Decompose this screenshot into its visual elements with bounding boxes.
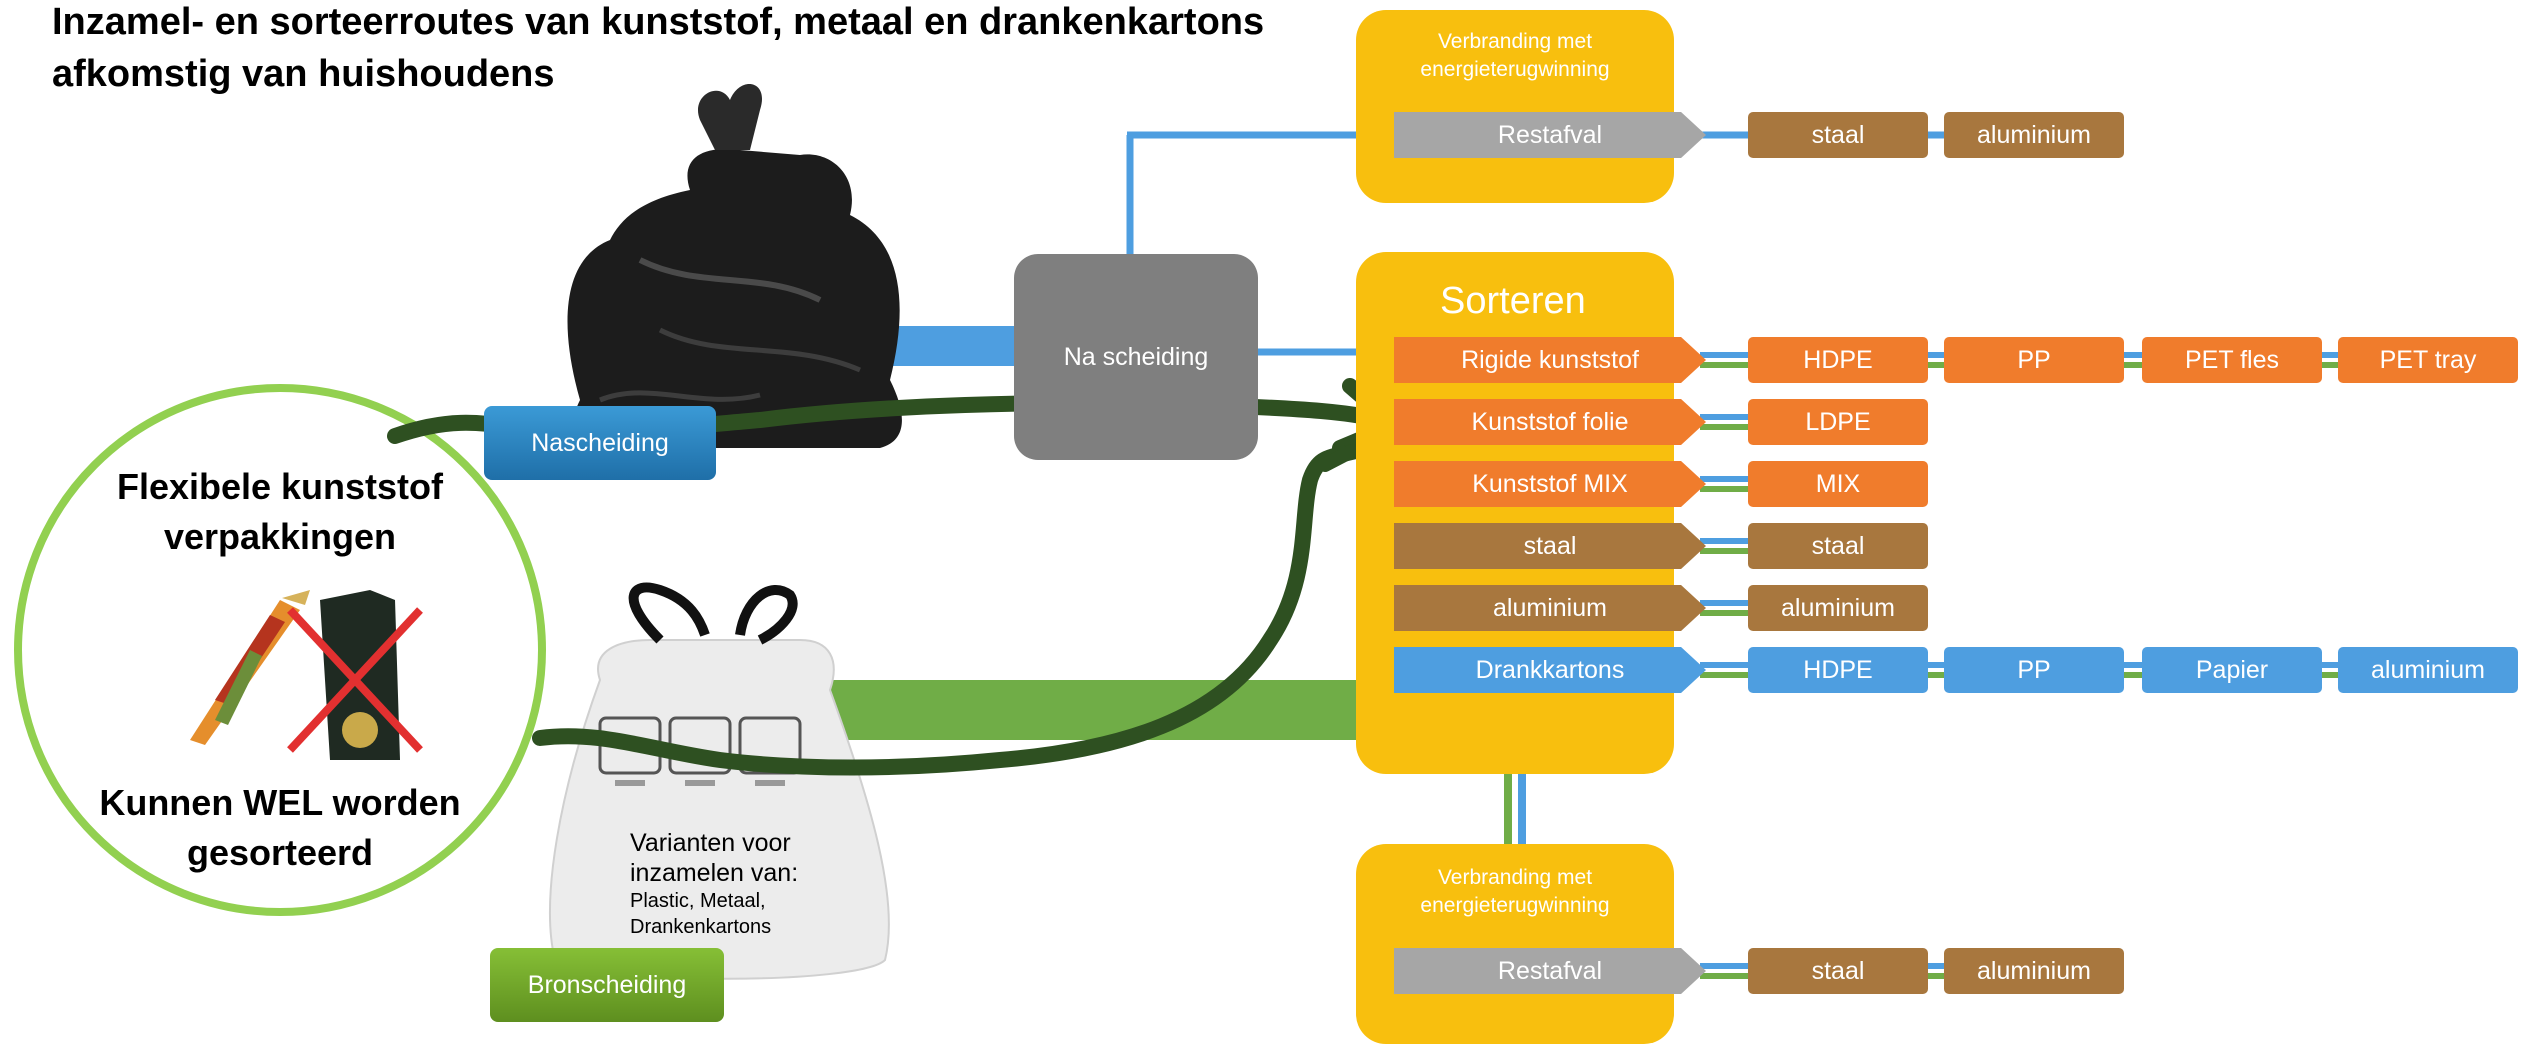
sort-output-0-0: HDPE [1748, 337, 1928, 383]
sort-output-4-0: aluminium [1748, 585, 1928, 631]
incineration-bottom-title-line1: Verbranding met [1437, 866, 1593, 889]
sorting-box [1356, 252, 1674, 774]
circle-line1: Flexibele kunststof [116, 466, 444, 507]
crossed-coffee-bag-icon [287, 590, 423, 760]
top-output-staal: staal [1748, 112, 1928, 158]
incineration-top-title: Verbranding met energieterugwinning [1356, 28, 1674, 84]
sorting-title: Sorteren [1440, 280, 1586, 322]
sort-stream-1: Kunststof folie [1394, 399, 1706, 445]
circle-heading: Flexibele kunststof verpakkingen [40, 462, 520, 562]
sort-output-5-3: aluminium [2338, 647, 2518, 693]
bronscheiding-label: Bronscheiding [490, 948, 724, 1022]
white-garbage-bag [549, 582, 890, 980]
sort-stream-2: Kunststof MIX [1394, 461, 1706, 507]
incineration-bottom-title: Verbranding met energieterugwinning [1356, 864, 1674, 920]
sort-stream-5: Drankkartons [1394, 647, 1706, 693]
black-garbage-bag [567, 83, 902, 449]
sort-stream-3: staal [1394, 523, 1706, 569]
white-bag-text: Varianten voor inzamelen van: Plastic, M… [630, 828, 798, 940]
sort-output-2-0: MIX [1748, 461, 1928, 507]
circle-conclusion: Kunnen WEL worden gesorteerd [40, 778, 520, 878]
incineration-top-title-line2: energieterugwinning [1420, 58, 1610, 81]
incineration-top-box [1356, 10, 1674, 203]
bottom-output-staal: staal [1748, 948, 1928, 994]
title-line-1: Inzamel- en sorteerroutes van kunststof,… [52, 1, 1265, 43]
sort-output-3-0: staal [1748, 523, 1928, 569]
white-bag-line4: Drankenkartons [630, 916, 772, 938]
white-bag-line3: Plastic, Metaal, [630, 890, 766, 912]
sort-output-0-1: PP [1944, 337, 2124, 383]
sort-output-0-3: PET tray [2338, 337, 2518, 383]
sort-output-5-2: Papier [2142, 647, 2322, 693]
title-line-2: afkomstig van huishoudens [52, 53, 555, 95]
bottom-output-aluminium: aluminium [1944, 948, 2124, 994]
sort-stream-4: aluminium [1394, 585, 1706, 631]
post-separation-box: Na scheiding [1014, 254, 1258, 460]
circle-line2: verpakkingen [163, 516, 397, 557]
restafval-top-tag: Restafval [1394, 112, 1706, 158]
white-bag-line1: Varianten voor [630, 829, 791, 857]
flexible-packaging-circle [14, 384, 546, 916]
top-output-aluminium: aluminium [1944, 112, 2124, 158]
sort-output-5-1: PP [1944, 647, 2124, 693]
white-bag-line2: inzamelen van: [630, 859, 799, 887]
circle-line3: Kunnen WEL worden [99, 782, 461, 823]
green-main-stream [820, 680, 1360, 740]
nascheiding-label: Nascheiding [484, 406, 716, 480]
sort-output-1-0: LDPE [1748, 399, 1928, 445]
incineration-top-title-line1: Verbranding met [1437, 30, 1593, 53]
restafval-bottom-tag: Restafval [1394, 948, 1706, 994]
sort-output-0-2: PET fles [2142, 337, 2322, 383]
sort-stream-0: Rigide kunststof [1394, 337, 1706, 383]
page-title: Inzamel- en sorteerroutes van kunststof,… [52, 0, 1264, 100]
circle-line4: gesorteerd [186, 832, 374, 873]
candy-bag-icon [190, 590, 310, 745]
sort-output-5-0: HDPE [1748, 647, 1928, 693]
incineration-bottom-title-line2: energieterugwinning [1420, 894, 1610, 917]
incineration-bottom-box [1356, 844, 1674, 1044]
